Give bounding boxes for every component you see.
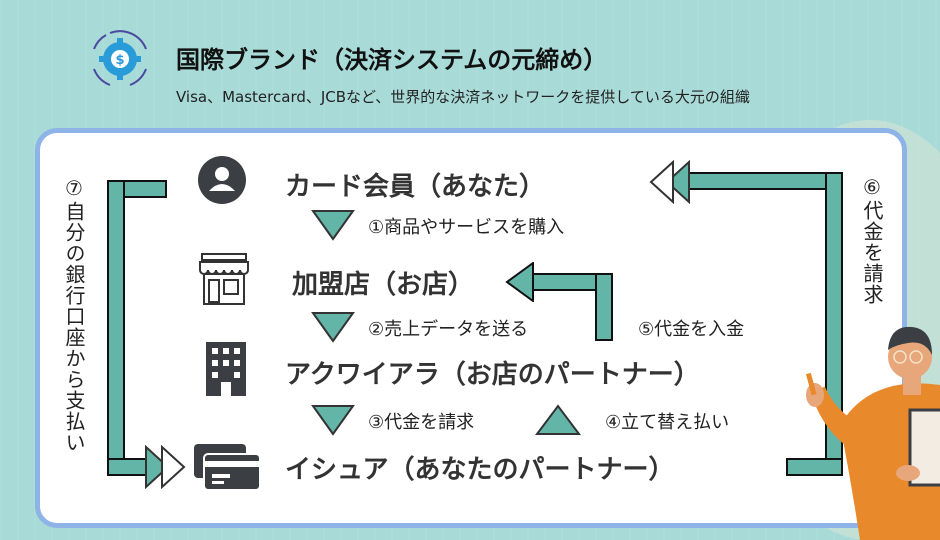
svg-text:$: $ bbox=[115, 53, 124, 68]
node-cardholder: カード会員（あなた） bbox=[285, 172, 546, 202]
user-icon bbox=[198, 156, 246, 204]
diagram-panel bbox=[35, 128, 907, 528]
step-1-label: ①商品やサービスを購入 bbox=[368, 217, 565, 238]
flow-arrow-7-vertical bbox=[107, 180, 125, 476]
node-issuer: イシュア（あなたのパートナー） bbox=[285, 455, 675, 485]
step-5-label: ⑤代金を入金 bbox=[638, 319, 745, 340]
step-2-label: ②売上データを送る bbox=[368, 319, 529, 340]
flow-arrow-6-bottom bbox=[786, 458, 843, 476]
flow-arrow-6-top bbox=[685, 172, 843, 190]
step-7-label: ⑦自分の銀行口座から支払い bbox=[62, 176, 86, 453]
triangle-down-icon bbox=[311, 210, 355, 241]
step-4-label: ④立て替え払い bbox=[605, 412, 730, 433]
node-merchant: 加盟店（お店） bbox=[292, 270, 475, 300]
triangle-down-icon bbox=[311, 312, 355, 343]
step-6-label: ⑥代金を請求 bbox=[860, 175, 884, 305]
step-3-label: ③代金を請求 bbox=[368, 412, 475, 433]
triangle-down-icon bbox=[311, 405, 355, 436]
store-icon bbox=[199, 253, 249, 305]
presenter-illustration bbox=[805, 326, 940, 540]
double-chevron-left-icon bbox=[649, 160, 690, 204]
page-subtitle: Visa、Mastercard、JCBなど、世界的な決済ネットワークを提供してい… bbox=[176, 88, 750, 106]
flow-arrow-5-vertical bbox=[595, 273, 613, 341]
page-title: 国際ブランド（決済システムの元締め） bbox=[176, 46, 608, 74]
arrowhead-left-icon bbox=[505, 262, 534, 302]
double-chevron-right-icon bbox=[145, 445, 186, 489]
credit-card-icon bbox=[194, 444, 261, 491]
triangle-up-icon bbox=[535, 404, 581, 435]
building-icon bbox=[206, 342, 246, 396]
node-acquirer: アクワイアラ（お店のパートナー） bbox=[285, 360, 700, 390]
dollar-gear-icon: $ bbox=[93, 30, 147, 86]
